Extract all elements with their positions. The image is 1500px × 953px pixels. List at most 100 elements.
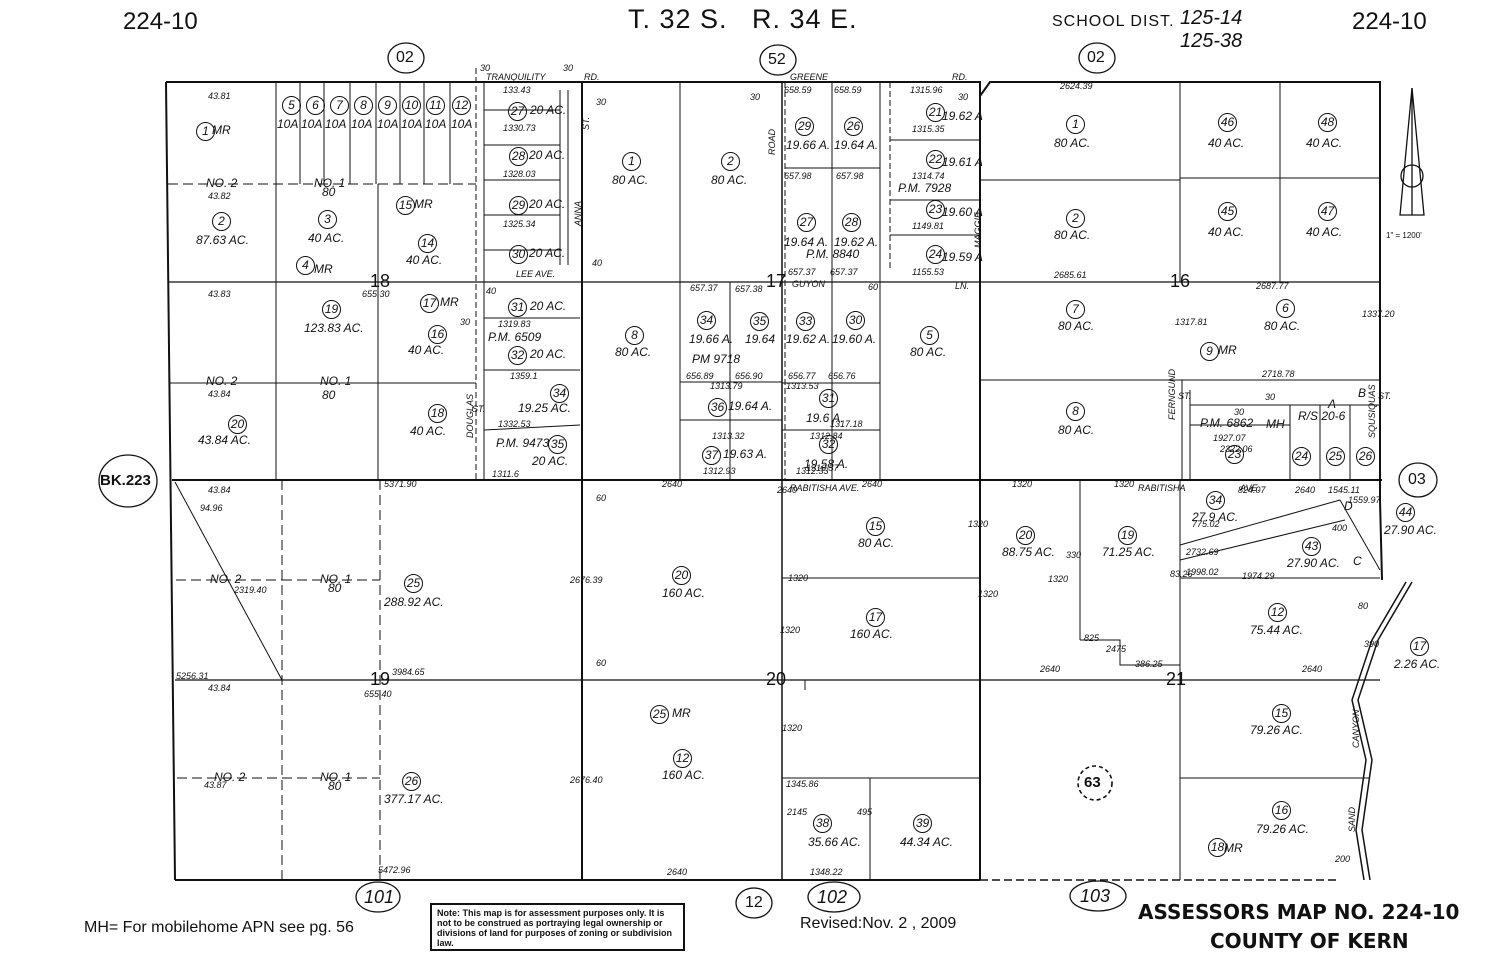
road-name: RABITISHA AVE. — [790, 483, 860, 493]
scale-label: 1" = 1200' — [1386, 231, 1422, 240]
dimension-label: 775.02 — [1192, 519, 1220, 529]
parcel-label: 40 AC. — [408, 343, 445, 357]
parcel-number: 18 — [428, 404, 447, 423]
parcel-number: 27 — [797, 213, 816, 232]
dimension-label: 825 — [1084, 633, 1100, 643]
road-name: FERNGUND — [1167, 369, 1177, 420]
dimension-label: 1313.53 — [786, 381, 819, 391]
parcel-number: 29 — [509, 196, 528, 215]
dimension-label: 1313.79 — [710, 381, 743, 391]
dimension-label: 390 — [1364, 639, 1380, 649]
parcel-label: 288.92 AC. — [384, 595, 444, 609]
parcel-number: 36 — [708, 398, 727, 417]
parcel-label: 10A — [277, 117, 299, 131]
book-circle — [1078, 42, 1116, 74]
parcel-line — [1080, 639, 1180, 666]
parcel-number: 25 — [1326, 447, 1345, 466]
parcel-number: 45 — [1218, 202, 1237, 221]
parcel-label: 19.59 A — [942, 250, 983, 264]
dimension-label: 1974.29 — [1242, 571, 1275, 581]
parcel-label: NO. 1 — [320, 572, 352, 586]
book-number-top-right: 02 — [1087, 49, 1105, 66]
dimension-label: 1337.20 — [1362, 309, 1395, 319]
parcel-number: 48 — [1318, 113, 1337, 132]
dimension-label: 657.37 — [690, 283, 718, 293]
book-circle — [98, 454, 158, 508]
parcel-label: NO. 1 — [320, 374, 352, 388]
parcel-label: 40 AC. — [1306, 225, 1343, 239]
dimension-label: 30 — [958, 92, 969, 102]
parcel-number: 6 — [1276, 299, 1295, 318]
parcel-number: 2 — [721, 152, 740, 171]
parcel-label: 80 AC. — [1054, 228, 1091, 242]
dimension-label: 1927.07 — [1213, 433, 1246, 443]
dimension-label: 2319.40 — [234, 585, 267, 595]
parcel-label: P.M. 9473 — [496, 436, 550, 450]
parcel-number: 18 — [1208, 838, 1227, 857]
parcel-number: 34 — [550, 384, 569, 403]
parcel-line — [1179, 519, 1346, 561]
dimension-label: 656.76 — [828, 371, 856, 381]
parcel-label: 80 — [328, 779, 342, 793]
parcel-number: 17 — [420, 294, 439, 313]
parcel-number: 6 — [306, 96, 325, 115]
dimension-label: 1320 — [968, 519, 989, 529]
assessors-map-number: ASSESSORS MAP NO. 224-10 — [1138, 900, 1460, 924]
parcel-label: 160 AC. — [662, 586, 705, 600]
parcel-line — [174, 481, 283, 681]
parcel-label: P.M. 8840 — [806, 247, 860, 261]
book-circle — [355, 881, 401, 913]
parcel-number: 7 — [330, 96, 349, 115]
road-name: SQUSIQUAS — [1367, 384, 1377, 438]
book-number-left: BK.223 — [100, 472, 151, 489]
dimension-label: 2732.69 — [1186, 547, 1219, 557]
dimension-label: 133.43 — [503, 85, 531, 95]
dimension-label: 2624.39 — [1060, 81, 1093, 91]
book-number-top-center: 52 — [768, 51, 786, 68]
book-number-bottom-center-b: 102 — [817, 887, 848, 907]
parcel-number: 28 — [842, 213, 861, 232]
book-circle — [735, 887, 773, 919]
dimension-label: 1312.93 — [703, 466, 736, 476]
dimension-label: 386.25 — [1135, 659, 1163, 669]
parcel-number: 2 — [1066, 209, 1085, 228]
dimension-label: 1545.11 — [1328, 485, 1360, 495]
parcel-number: 32 — [819, 435, 838, 454]
parcel-label: MR — [314, 262, 333, 276]
road-name: LEE AVE. — [516, 269, 556, 279]
dimension-label: 495 — [857, 807, 873, 817]
dimension-label: 1319.83 — [498, 319, 531, 329]
book-circle — [1077, 765, 1113, 801]
dimension-label: 80 — [1358, 601, 1369, 611]
dimension-label: 200 — [1335, 854, 1351, 864]
parcel-line — [483, 424, 581, 431]
road-name: RD. — [584, 72, 600, 82]
parcel-number: 16 — [428, 325, 447, 344]
parcel-number: 9 — [1200, 342, 1219, 361]
parcel-label: 80 AC. — [1058, 423, 1095, 437]
parcel-label: NO. 1 — [320, 770, 352, 784]
dimension-label: 1316.57 — [806, 463, 839, 473]
parcel-label: 80 — [322, 388, 336, 402]
parcel-label: NO. 2 — [210, 572, 242, 586]
parcel-label: 80 AC. — [612, 173, 649, 187]
canyon-line — [1357, 581, 1413, 881]
dimension-label: 1320 — [1012, 479, 1033, 489]
parcel-label: C — [1353, 554, 1362, 568]
road-name: CANYON — [1351, 709, 1361, 748]
parcel-label: 19.66 A. — [786, 138, 831, 152]
parcel-number: 12 — [1268, 603, 1287, 622]
road-name: DOUGLAS — [465, 393, 475, 438]
book-number-center: 63 — [1084, 774, 1101, 791]
parcel-label: 10A — [451, 117, 473, 131]
parcel-label: 19.64 A. — [834, 138, 879, 152]
parcel-number: 46 — [1218, 113, 1237, 132]
dimension-label: 1149.81 — [912, 221, 944, 231]
dimension-label: 2718.78 — [1262, 369, 1295, 379]
dimension-label: 60 — [596, 658, 607, 668]
dimension-label: 30 — [563, 63, 574, 73]
parcel-label: 79.26 AC. — [1256, 822, 1309, 836]
dimension-label: 43.84 — [208, 683, 231, 693]
parcel-label: 35.66 AC. — [808, 835, 861, 849]
